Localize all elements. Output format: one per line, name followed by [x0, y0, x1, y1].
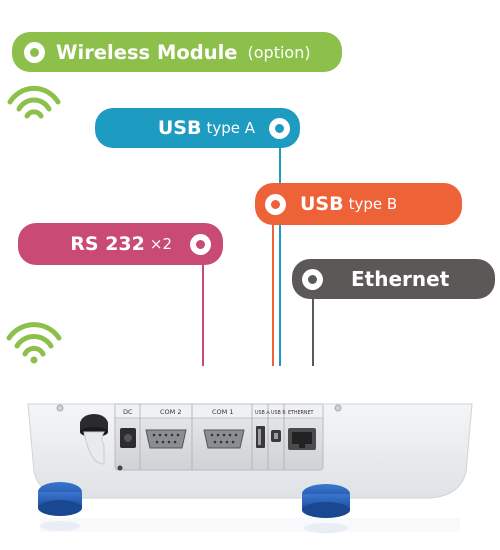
wireless-module-option: (option) — [247, 42, 311, 62]
dc-port-label: DC — [123, 408, 133, 416]
rs232-label: RS 232 ×2 — [18, 223, 223, 265]
target-ring-icon — [269, 117, 290, 139]
usb-type-a-label: USB type A — [95, 108, 300, 148]
com1-port — [203, 429, 245, 449]
usb-b-title: USB — [300, 193, 344, 215]
wireless-module-title: Wireless Module — [56, 40, 238, 64]
ethernet-label: Ethernet — [292, 259, 495, 299]
port-label-strip — [114, 403, 324, 419]
wifi-icon — [7, 85, 61, 119]
com2-port-label: COM 2 — [160, 408, 181, 416]
usb-a-title: USB — [157, 117, 202, 139]
ethernet-port-label: ETHERNET — [288, 410, 314, 416]
target-ring-icon — [190, 233, 211, 255]
usb-b-type: type B — [348, 195, 398, 213]
target-ring-icon — [265, 193, 286, 215]
usb-a-port-label: USB A — [255, 410, 270, 416]
wireless-module-label: Wireless Module (option) — [12, 32, 342, 72]
ethernet-title: Ethernet — [351, 267, 450, 291]
device-back-panel: DC COM 2 COM 1 USB A USB B ETHERNET — [27, 403, 473, 533]
usb-b-port-label: USB B — [271, 410, 286, 416]
rs232-title: RS 232 — [70, 233, 145, 255]
rs232-count: ×2 — [149, 235, 172, 253]
target-ring-icon — [302, 268, 323, 290]
usb-type-b-label: USB type B — [255, 183, 462, 225]
com2-port — [145, 429, 187, 449]
com1-port-label: COM 1 — [212, 408, 233, 416]
wifi-icon — [6, 322, 62, 364]
usb-a-type: type A — [206, 119, 255, 137]
target-ring-icon — [24, 41, 45, 63]
